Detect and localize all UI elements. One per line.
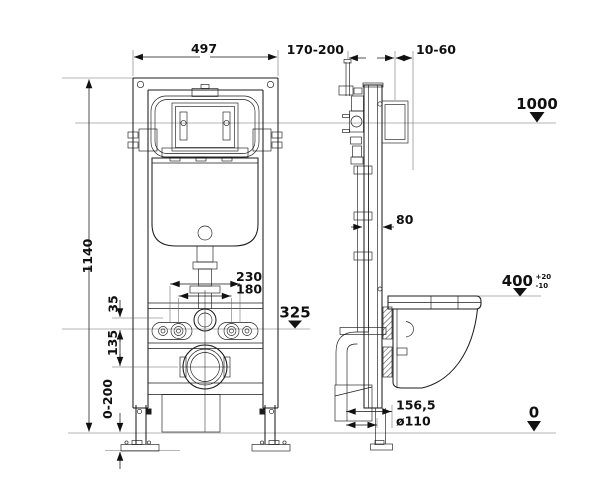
level-markers <box>288 112 545 432</box>
flush-plate-unit <box>127 80 283 162</box>
level-marker-400 <box>513 288 527 297</box>
dim-35-label: 35 <box>106 295 121 312</box>
side-view <box>334 59 541 451</box>
level-marker-325 <box>288 320 302 329</box>
dim-outlet-offset-label: 156,5 <box>396 398 436 413</box>
tolerance-minus-label: -10 <box>536 282 549 290</box>
extension-lines <box>112 50 414 428</box>
level-325-label: 325 <box>279 304 310 322</box>
dim-frame-height-label: 1140 <box>80 238 95 273</box>
dim-wall-offset-label: 10-60 <box>416 42 456 57</box>
tolerance-plus-label: +20 <box>536 273 552 281</box>
level-marker-1000 <box>529 112 545 123</box>
dim-frame-width-label: 497 <box>191 41 217 56</box>
level-1000-label: 1000 <box>516 95 558 113</box>
level-lines <box>62 77 556 451</box>
side-rail <box>362 82 384 409</box>
dim-135-label: 135 <box>105 330 120 356</box>
arrow-lines <box>85 53 413 469</box>
dim-install-depth-label: 170-200 <box>287 42 345 57</box>
dimension-labels: 497 170-200 10-60 1000 1140 35 135 0-200… <box>80 41 558 429</box>
front-view <box>120 77 291 452</box>
level-400-label: 400 <box>502 272 533 290</box>
dim-180-label: 180 <box>236 282 262 297</box>
connections <box>151 308 259 433</box>
side-fittings <box>334 59 409 451</box>
cistern-tank <box>151 157 259 247</box>
dim-pipe-diameter-label: ø110 <box>396 414 431 429</box>
dim-230-label: 230 <box>236 269 262 284</box>
toilet-bowl <box>387 295 541 389</box>
dim-foot-range-label: 0-200 <box>100 379 115 419</box>
level-0-label: 0 <box>529 404 539 422</box>
adjustable-feet <box>120 405 291 452</box>
dimension-lines <box>85 50 545 469</box>
level-marker-0 <box>527 421 541 432</box>
flush-pipe <box>148 245 263 432</box>
dim-80-label: 80 <box>396 212 414 227</box>
